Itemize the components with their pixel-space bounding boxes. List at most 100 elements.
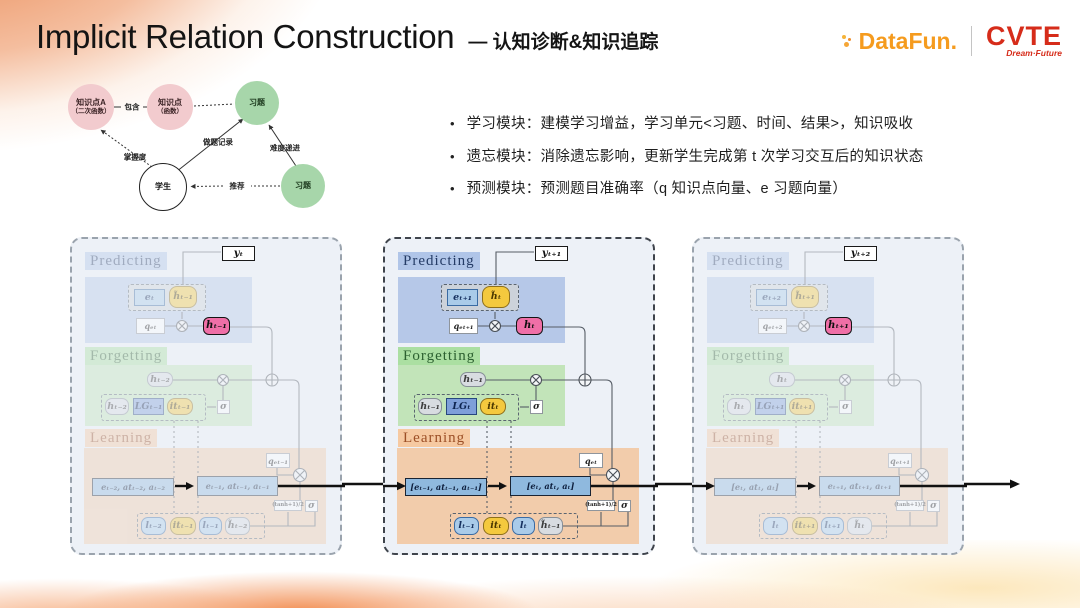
bullet-text: 预测模块：预测题目准确率（q 知识点向量、e 习题向量） xyxy=(466,181,848,197)
tanh-box: (tanh+1)/2 xyxy=(894,500,926,511)
q-learn-box: qₑₜ₋₁ xyxy=(266,453,290,468)
sigma-box: σ xyxy=(217,400,230,414)
learning-gain-box: LGₜ xyxy=(446,398,477,415)
exercise-embedding-box: eₜ₊₂ xyxy=(756,289,787,306)
learning-unit-box-2: eₜ₋₁, atₜ₋₁, aₜ₋₁ xyxy=(197,476,278,496)
prev-hidden-state-box: hₜ₋₁ xyxy=(460,372,486,387)
q-learn-box: qₑₜ₊₁ xyxy=(888,453,912,468)
q-vector-box: qₑₜ₊₁ xyxy=(449,318,478,334)
forgetting-label: Forgetting xyxy=(398,347,481,365)
interval-time-box: itₜ₋₁ xyxy=(170,517,196,535)
learning-gain-box: LGₜ₋₁ xyxy=(133,398,164,415)
learning-unit-box-1: [eₜ, atₜ, aₜ] xyxy=(714,478,796,496)
prediction-output-box: yₜ₊₁ xyxy=(535,246,568,261)
knowledge-graph-edges-svg xyxy=(100,103,297,189)
learn-gain-box: lₜ xyxy=(512,517,535,535)
node-concept-a: 知识点A （二次函数） xyxy=(68,84,114,130)
sigma-box: σ xyxy=(927,500,940,512)
multiply-operator-icon xyxy=(488,319,502,333)
hidden-tilde-box: h̃ₜ₊₁ xyxy=(791,286,819,308)
learn-gain-box-prev: lₜ₋₂ xyxy=(141,517,166,535)
bullet-text: 学习模块：建模学习增益，学习单元<习题、时间、结果>，知识吸收 xyxy=(466,116,914,132)
learning-unit-box-1: [eₜ₋₁, atₜ₋₁, aₜ₋₁] xyxy=(405,478,487,496)
sigma-box: σ xyxy=(305,500,318,512)
add-operator-icon xyxy=(265,373,279,387)
learn-gain-box: lₜ₊₁ xyxy=(821,517,844,535)
hidden-tilde-box: h̃ₜ xyxy=(482,286,510,308)
cvte-logo: CVTE Dream·Future xyxy=(986,23,1062,59)
multiply-operator-icon xyxy=(914,467,930,483)
edge-label-difficulty: 难度递进 xyxy=(270,143,300,153)
node-sublabel: （二次函数） xyxy=(71,107,111,115)
learning-unit-box-1: eₜ₋₂, atₜ₋₂, aₜ₋₂ xyxy=(92,478,174,496)
edge-label-recommend: 推荐 xyxy=(229,181,245,191)
logo-row: DataFun. CVTE Dream·Future xyxy=(841,23,1062,59)
tanh-box: (tanh+1)/2 xyxy=(585,500,617,511)
node-student: 学生 xyxy=(139,163,187,211)
bullet-item: 学习模块：建模学习增益，学习单元<习题、时间、结果>，知识吸收 xyxy=(450,112,1010,133)
learning-unit-box-2: [eₜ, atₜ, aₜ] xyxy=(510,476,591,496)
bullet-text: 遗忘模块：消除遗忘影响，更新学生完成第 t 次学习交互后的知识状态 xyxy=(466,148,924,165)
logo-separator xyxy=(970,26,972,56)
prediction-output-box: yₜ₊₂ xyxy=(844,246,877,261)
node-label: 知识点 xyxy=(158,97,182,107)
sigma-box: σ xyxy=(839,400,852,414)
node-exercise-bottom: 习题 xyxy=(281,164,325,208)
interval-time-box: itₜ₋₁ xyxy=(167,398,193,415)
panel-wiring-svg xyxy=(165,251,316,527)
multiply-operator-icon xyxy=(605,467,621,483)
bullet-item: 预测模块：预测题目准确率（q 知识点向量、e 习题向量） xyxy=(450,177,1010,198)
prev-hidden-state-box: hₜ₋₂ xyxy=(147,372,173,387)
panel-strong-layer: yₜ₊₁ hₜ xyxy=(383,239,658,553)
prediction-output-box: yₜ xyxy=(222,246,255,261)
hidden-tilde-prev-box: h̃ₜ₋₂ xyxy=(225,517,250,535)
panel-timeline-svg xyxy=(175,482,345,490)
panel-timeline-svg xyxy=(383,481,658,491)
page-subtitle: — 认知诊断&知识追踪 xyxy=(468,32,659,53)
edge-label-mastery: 掌握度 xyxy=(123,152,147,162)
node-label: 学生 xyxy=(155,182,171,191)
node-label: 习题 xyxy=(249,98,265,107)
predicting-label: Predicting xyxy=(398,252,480,270)
learning-unit-box-2: eₜ₊₁, atₜ₊₁, aₜ₊₁ xyxy=(819,476,900,496)
hidden-tilde-prev-box: h̃ₜ₋₁ xyxy=(538,517,563,535)
panel-timeline-svg xyxy=(692,481,967,491)
hidden-tilde-prev-box: h̃ₜ xyxy=(847,517,872,535)
learn-gain-box-prev: lₜ xyxy=(763,517,788,535)
node-exercise-top: 习题 xyxy=(235,81,279,125)
panel-wiring-svg xyxy=(478,251,629,527)
header: Implicit Relation Construction — 认知诊断&知识… xyxy=(36,18,658,56)
datafun-logo-text: DataFun. xyxy=(858,27,957,54)
forget-gate-group xyxy=(101,394,206,421)
forget-gate-group xyxy=(723,394,828,421)
learning-label: Learning xyxy=(85,429,158,447)
timeline-arrowhead xyxy=(1010,479,1020,489)
multiply-operator-icon xyxy=(838,373,852,387)
learning-label: Learning xyxy=(707,429,780,447)
learn-gate-group xyxy=(759,513,887,539)
forgetting-label: Forgetting xyxy=(707,347,790,365)
multiply-operator-icon xyxy=(175,319,189,333)
tanh-box: (tanh+1)/2 xyxy=(272,500,304,511)
q-learn-box: qₑₜ xyxy=(579,453,603,468)
learn-gain-box: lₜ₋₁ xyxy=(199,517,222,535)
exercise-embedding-box: eₜ xyxy=(134,289,165,306)
prev-hidden-state-box: hₜ xyxy=(769,372,795,387)
knowledge-state-box: hₜ xyxy=(516,317,543,335)
forgetting-label: Forgetting xyxy=(85,347,168,365)
forget-hidden-box: hₜ xyxy=(727,398,751,415)
multiply-operator-icon xyxy=(797,319,811,333)
edge-label-record: 做题记录 xyxy=(203,137,233,147)
edge-label-contain: 包含 xyxy=(124,102,140,112)
interval-time-box: itₜ₊₁ xyxy=(789,398,815,415)
learn-gate-group xyxy=(450,513,578,539)
learn-gate-group xyxy=(137,513,265,539)
